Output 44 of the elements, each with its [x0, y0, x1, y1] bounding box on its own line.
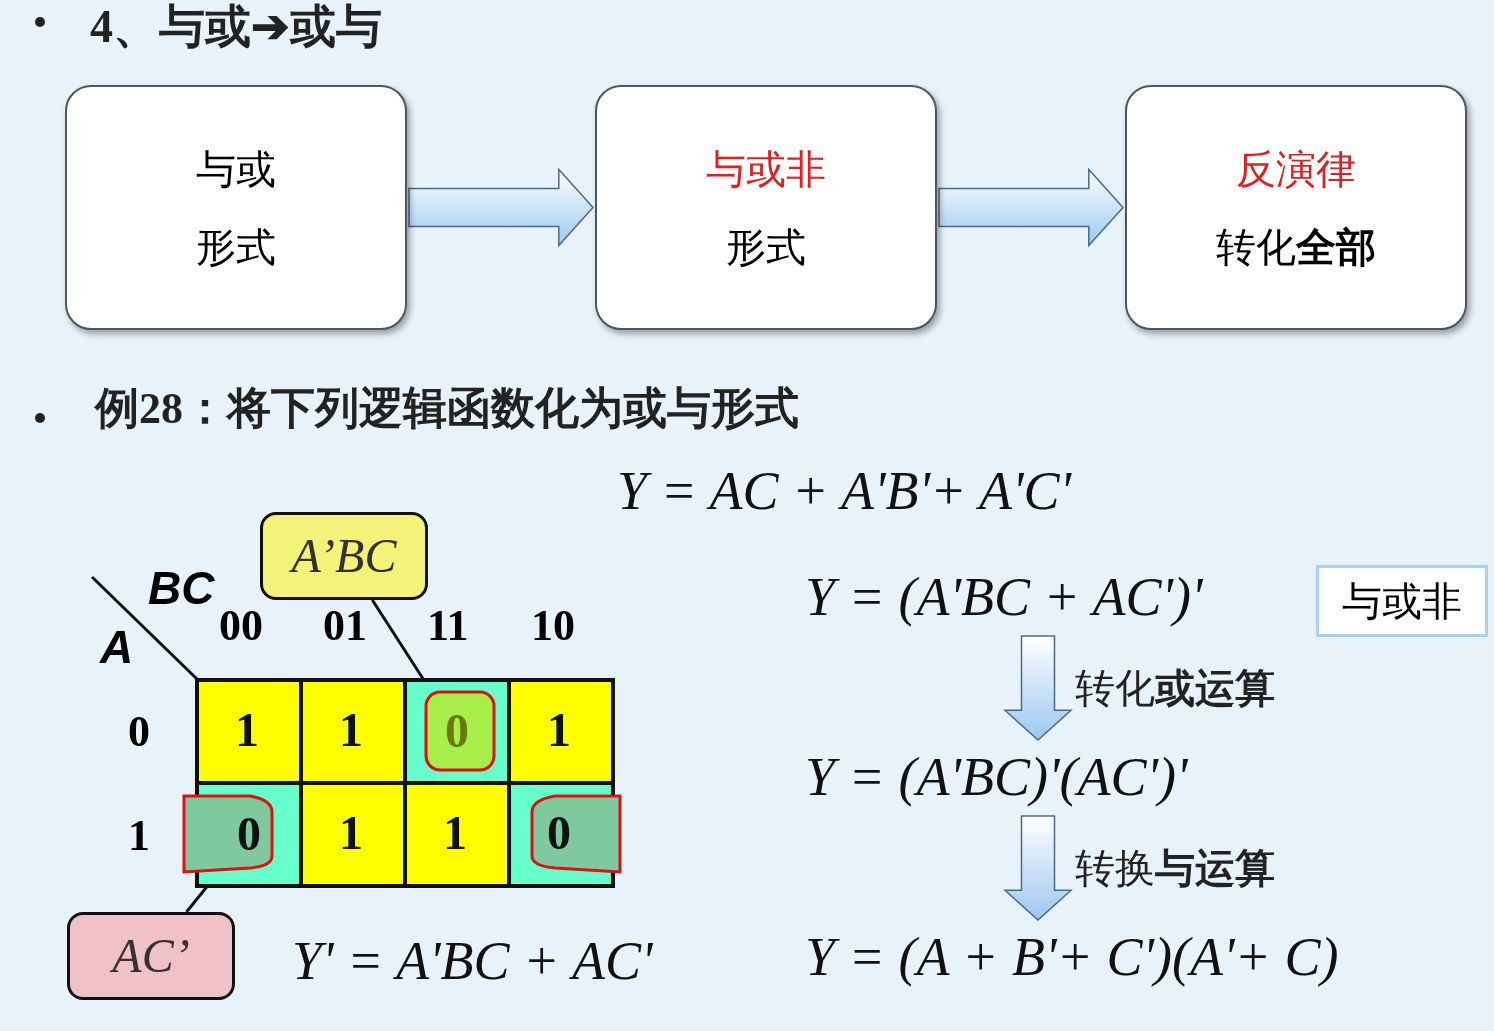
edge-label: 转换与运算 [1075, 846, 1275, 890]
heading-text: 例28：将下列逻辑函数化为或与形式 [95, 385, 799, 434]
box-text: 形式 [196, 224, 276, 269]
cell-value: 1 [339, 807, 363, 860]
variable-label: BC [148, 563, 215, 614]
row-header: 0 [128, 708, 150, 757]
variable-label: A [100, 622, 134, 673]
process-box [65, 85, 407, 330]
formula-text: Y = (A + B'+ C')(A'+ C) [805, 922, 1435, 994]
box-text: A’BC [291, 529, 397, 583]
column-header: 00 [219, 602, 263, 651]
box-text: 与或 [196, 146, 276, 191]
formula-text: Y = (A'BC + AC')' [805, 562, 1295, 634]
formula-text: Y = AC + A'B'+ A'C' [617, 462, 1072, 522]
edge-label: 转化或运算 [1075, 666, 1275, 710]
leader-line [371, 599, 426, 681]
slide-title: 4、与或➔或与 [90, 2, 382, 53]
block-arrow [408, 167, 594, 248]
row-header: 1 [128, 812, 150, 861]
formula-text: Y' = A'BC + AC' [292, 932, 653, 992]
column-header: 11 [427, 602, 469, 651]
callout-bubble [260, 512, 428, 600]
block-arrow [938, 167, 1124, 248]
formula-text: Y = (A'BC)'(AC')' [805, 742, 1305, 814]
callout-bubble [67, 912, 235, 1000]
tag-box [1316, 565, 1488, 637]
process-box [1125, 85, 1467, 330]
cell-value: 1 [547, 704, 571, 757]
box-text: 与或非 [706, 146, 826, 191]
box-text: 与或非 [1342, 579, 1462, 623]
box-text: 反演律 [1236, 146, 1356, 191]
box-text: 转化全部 [1216, 224, 1376, 269]
column-header: 01 [323, 602, 367, 651]
cell-value: 0 [547, 807, 571, 860]
block-arrow [1003, 635, 1073, 741]
process-box [595, 85, 937, 330]
box-text: 形式 [726, 224, 806, 269]
cell-value: 1 [235, 704, 259, 757]
cell-value: 1 [339, 704, 363, 757]
column-header: 10 [531, 602, 575, 651]
cell-value: 0 [405, 680, 509, 783]
cell-value: 1 [443, 807, 467, 860]
cell-value: 0 [197, 783, 301, 886]
block-arrow [1003, 815, 1073, 921]
